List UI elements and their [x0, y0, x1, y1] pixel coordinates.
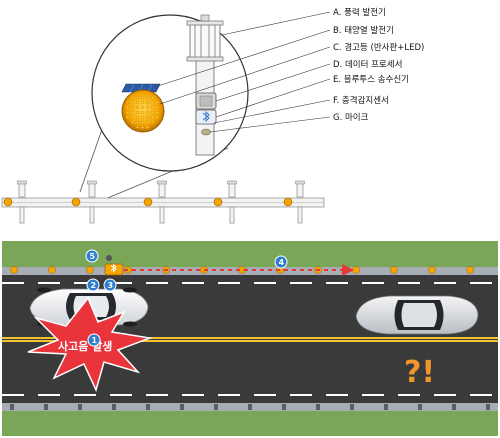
- guardrail-post: [78, 404, 82, 410]
- warning-light-icon: [71, 197, 81, 207]
- step-badge-1: 1: [87, 333, 101, 347]
- guardrail-post: [418, 404, 422, 410]
- label-microphone: G. 마이크: [333, 112, 369, 123]
- warning-light-icon: [121, 89, 165, 133]
- magnified-view: A. 풍력 발전기 B. 태양열 발전기 C. 경고등 (반사판+LED) D.…: [79, 7, 424, 203]
- warning-light-icon: [143, 197, 153, 207]
- guardrail-post: [214, 404, 218, 410]
- guardrail-post: [44, 404, 48, 410]
- svg-text:5: 5: [90, 252, 96, 261]
- label-data-processor: D. 데이터 프로세서: [333, 59, 402, 70]
- sidewalk-top: [2, 267, 498, 275]
- guardrail-post: [486, 404, 490, 410]
- svg-text:1: 1: [92, 336, 98, 345]
- guardrail-post: [316, 404, 320, 410]
- warning-light-icon: [10, 266, 18, 274]
- grass-bottom: [2, 411, 498, 436]
- bottom-guardrail-posts: [10, 404, 490, 410]
- svg-text:2: 2: [91, 281, 97, 290]
- bluetooth-icon: [202, 110, 210, 123]
- warning-light-icon: [213, 197, 223, 207]
- svg-text:4: 4: [279, 258, 285, 267]
- step-badge-5: 5: [85, 249, 99, 263]
- warning-light-icon: [48, 266, 56, 274]
- warning-light-icon: [390, 266, 398, 274]
- guardrail-posts: [3, 180, 305, 224]
- step-badge-3: 3: [103, 278, 117, 292]
- guardrail-post: [227, 180, 237, 224]
- grass-top: [2, 241, 498, 267]
- guardrail-post: [384, 404, 388, 410]
- label-wind-turbine: A. 풍력 발전기: [333, 7, 386, 18]
- microphone-icon: [201, 128, 211, 136]
- guardrail-post: [87, 180, 97, 224]
- label-shock-sensor: F. 충격감지센서: [333, 95, 389, 106]
- guardrail-post: [248, 404, 252, 410]
- guardrail-post: [17, 180, 27, 224]
- step-badges: 1 2 3 4 5: [85, 249, 288, 347]
- guardrail-post: [146, 404, 150, 410]
- location-pin-icon: [106, 255, 112, 261]
- warning-light-icon: [283, 197, 293, 207]
- step-badge-2: 2: [86, 278, 100, 292]
- guardrail-post: [452, 404, 456, 410]
- guardrail-post: [350, 404, 354, 410]
- guardrail-post: [180, 404, 184, 410]
- step-badge-4: 4: [274, 255, 288, 269]
- label-bluetooth: E. 블루투스 송수신기: [333, 74, 409, 85]
- label-warning-light: C. 경고등 (반사판+LED): [333, 42, 424, 53]
- warning-light-icon: [86, 266, 94, 274]
- guardrail-post: [295, 180, 305, 224]
- wind-turbine-icon: [186, 14, 224, 62]
- road-scene: 사고음 발생 ?! 1 2 3 4: [2, 241, 498, 436]
- guardrail-post: [157, 180, 167, 224]
- guardrail-post: [10, 404, 14, 410]
- guardrail: [1, 197, 325, 208]
- approaching-car: [355, 295, 479, 335]
- label-solar-generator: B. 태양열 발전기: [333, 25, 394, 36]
- warning-light-icon: [352, 266, 360, 274]
- accident-label: 사고음 발생: [58, 339, 112, 353]
- leader-lines: [154, 11, 331, 133]
- warning-light-icon: [428, 266, 436, 274]
- magnifier-circle: [91, 14, 249, 172]
- guardrail-post: [112, 404, 116, 410]
- guardrail-post: [282, 404, 286, 410]
- bluetooth-icon: [110, 263, 117, 273]
- question-marks: ?!: [404, 355, 435, 390]
- accident-pole: [104, 255, 124, 276]
- svg-text:3: 3: [108, 281, 114, 290]
- warning-light-icon: [3, 197, 13, 207]
- warning-light-icon: [466, 266, 474, 274]
